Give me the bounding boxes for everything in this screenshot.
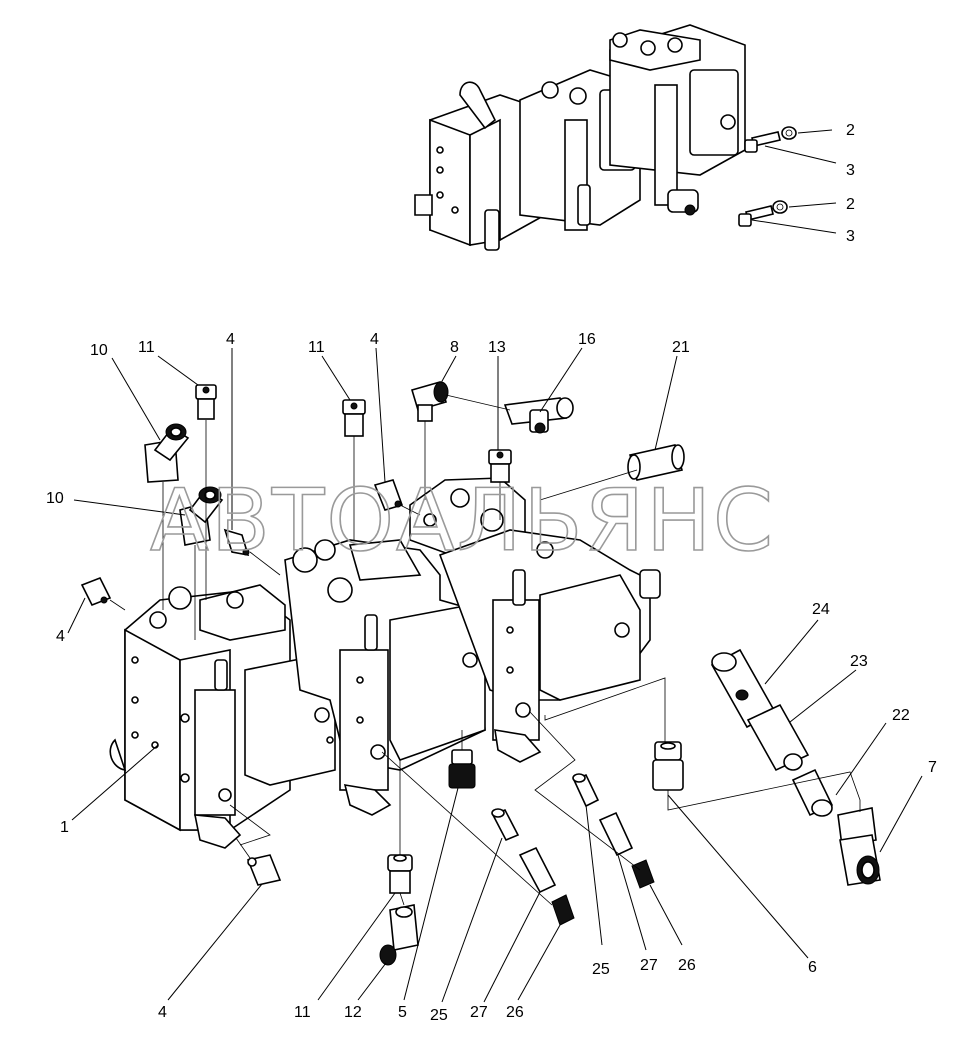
part-21-adapter [627, 444, 685, 481]
callout-4: 4 [158, 1004, 167, 1021]
callout-11: 11 [294, 1004, 311, 1021]
callout-12: 12 [344, 1004, 362, 1021]
part-13-fitting [488, 449, 512, 483]
bolt-washer-set-2 [738, 200, 788, 227]
part-26-cap-b [631, 859, 655, 889]
part-7-elbow [837, 807, 881, 886]
callout-2: 2 [846, 196, 855, 213]
part-10-elbow-upper [144, 423, 190, 483]
callout-11: 11 [308, 339, 325, 356]
callout-21: 21 [672, 339, 690, 356]
bolt-washer-set-1 [744, 126, 797, 153]
callout-11: 11 [138, 339, 155, 356]
part-23-block [746, 703, 810, 772]
callout-25: 25 [592, 961, 610, 978]
callout-10: 10 [46, 490, 64, 507]
leader-lines [67, 129, 923, 1003]
callout-16: 16 [578, 331, 596, 348]
callout-13: 13 [488, 339, 506, 356]
callout-numbers: 2 3 2 3 10 11 4 11 4 8 13 16 21 10 4 24 … [46, 122, 937, 1024]
part-16-tee [503, 397, 574, 434]
part-25-probe-b [572, 773, 600, 808]
callout-6: 6 [808, 959, 817, 976]
callout-24: 24 [812, 601, 830, 618]
callout-4: 4 [370, 331, 379, 348]
callout-27: 27 [470, 1004, 488, 1021]
part-11-fitting-c [387, 854, 413, 894]
callout-2: 2 [846, 122, 855, 139]
part-4-cap-d [246, 854, 282, 886]
callout-4: 4 [56, 628, 65, 645]
callout-7: 7 [928, 759, 937, 776]
callout-3: 3 [846, 162, 855, 179]
callout-22: 22 [892, 707, 910, 724]
part-27-coupling-b [598, 811, 634, 857]
callout-27: 27 [640, 957, 658, 974]
part-4-cap-b [223, 528, 250, 557]
assembled-valve-bank [414, 24, 746, 251]
assembly-guide-lines [109, 394, 861, 906]
callout-3: 3 [846, 228, 855, 245]
callout-4: 4 [226, 331, 235, 348]
part-4-cap-c [80, 576, 112, 607]
callout-25: 25 [430, 1007, 448, 1024]
part-8-elbow [411, 381, 449, 422]
callout-26: 26 [506, 1004, 524, 1021]
part-11-fitting-a [195, 384, 217, 420]
part-25-probe-a [491, 808, 520, 842]
part-5-fitting [448, 749, 476, 789]
watermark-text: АВТОАЛЬЯНС [150, 471, 775, 571]
part-22-fitting [791, 768, 834, 817]
part-4-cap-a [373, 479, 404, 511]
callout-10: 10 [90, 342, 108, 359]
part-12-elbow [379, 904, 419, 966]
callout-8: 8 [450, 339, 459, 356]
callout-1: 1 [60, 819, 69, 836]
callout-23: 23 [850, 653, 868, 670]
main-valve-assembly [109, 477, 661, 849]
part-26-cap-a [551, 894, 575, 926]
part-27-coupling-a [518, 846, 557, 894]
part-11-fitting-b [342, 399, 366, 437]
part-24-banjo [710, 648, 777, 729]
callout-26: 26 [678, 957, 696, 974]
part-6-fitting [652, 741, 684, 791]
callout-5: 5 [398, 1004, 407, 1021]
